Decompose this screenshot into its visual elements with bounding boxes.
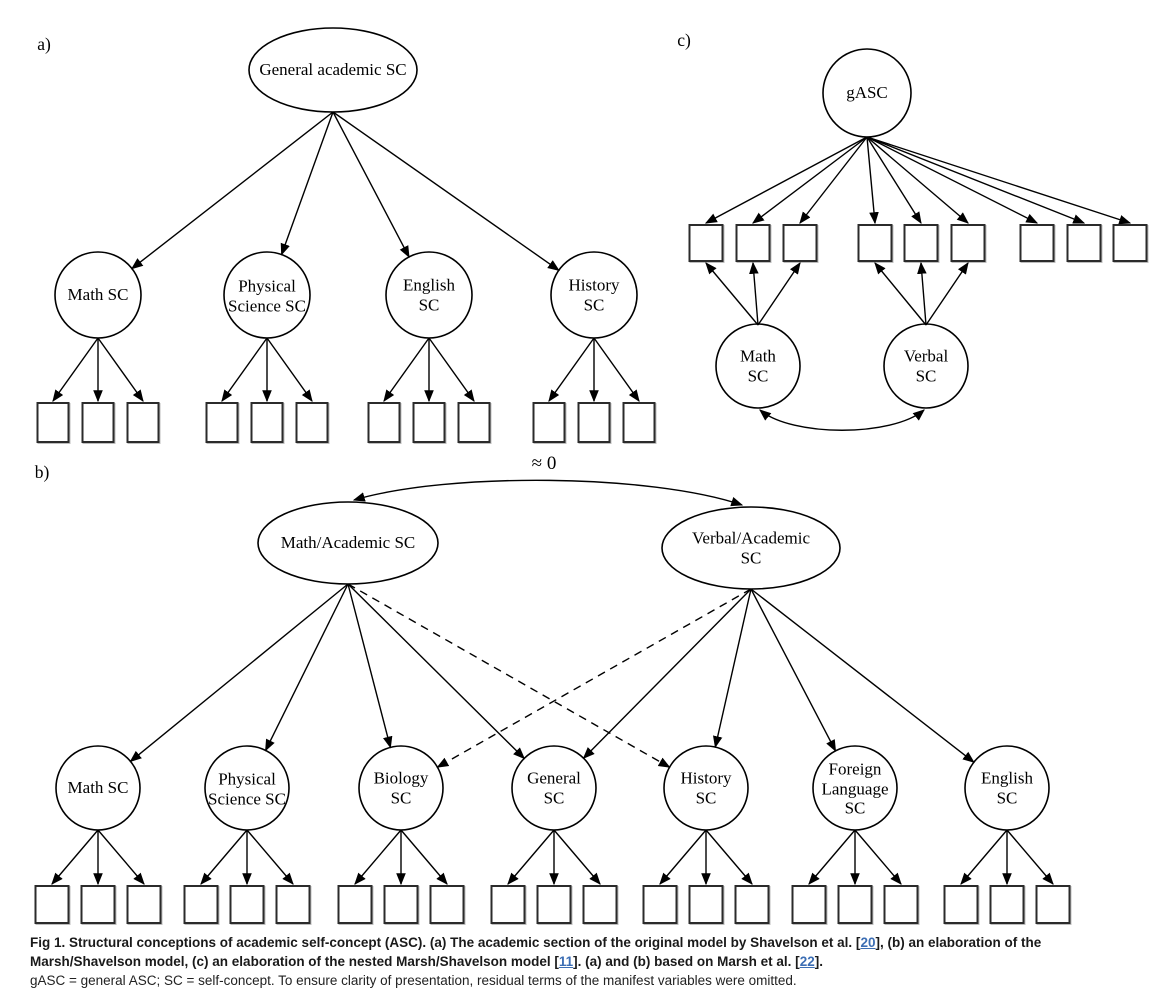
arrow-math-academic-to-history-dashed <box>347 583 671 768</box>
reference-link-20[interactable]: 20 <box>860 935 876 950</box>
manifest-squares-panel-b <box>34 885 1071 924</box>
loading-arrow <box>246 829 294 885</box>
arrow-verbal-academic-to-history <box>712 588 752 749</box>
loading-arrow <box>925 262 969 326</box>
node-label-c-math-sc: Math SC <box>740 346 776 385</box>
reference-link-11[interactable]: 11 <box>558 954 574 970</box>
loading-arrow <box>752 136 868 224</box>
node-label-b-math-sc: Math SC <box>67 778 129 798</box>
arrow-verbal-academic-to-foreign <box>750 588 837 752</box>
loading-arrow <box>52 337 99 402</box>
panel-label-a: a) <box>37 33 51 54</box>
loading-arrow <box>749 261 759 326</box>
node-label-a-physical-science-sc: Physical Science SC <box>228 276 306 315</box>
loading-arrow <box>866 136 1039 224</box>
panel-label-c: c) <box>677 29 691 50</box>
loading-arrow <box>866 136 1132 225</box>
loading-arrow <box>548 337 595 402</box>
arrow-math-academic-to-biology <box>347 583 393 749</box>
gasc-loading-arrows <box>704 136 1132 225</box>
node-label-c-verbal-sc: Verbal SC <box>903 346 949 385</box>
specific-factor-up-arrows <box>705 261 969 326</box>
arrow-general-to-math <box>130 111 334 270</box>
loading-arrow <box>428 337 475 402</box>
loading-arrow <box>854 829 902 885</box>
loading-arrow <box>221 337 268 402</box>
loading-arrow <box>97 337 144 402</box>
arrow-math-academic-to-physical <box>264 583 349 752</box>
panel-label-b: b) <box>34 461 50 482</box>
arrow-math-academic-to-math <box>129 583 349 763</box>
node-label-general-academic-sc: General academic SC <box>259 60 407 80</box>
math-academic-paths <box>129 583 671 768</box>
arrow-general-to-history <box>332 111 560 271</box>
loading-arrow <box>705 262 759 326</box>
loading-arrow <box>400 829 448 885</box>
loading-arrow <box>866 136 879 225</box>
loading-arrow <box>799 136 868 224</box>
loading-arrow <box>51 829 99 885</box>
panel-c-diagram <box>688 48 1148 431</box>
caption-text: ]. (a) and (b) based on Marsh et al. [ <box>573 954 800 970</box>
caption-main-text: Fig 1. Structural conceptions of academi… <box>30 933 1154 971</box>
node-label-b-english-sc: English SC <box>981 768 1033 807</box>
figure-caption: Fig 1. Structural conceptions of academi… <box>30 933 1154 990</box>
loading-arrow <box>705 829 753 885</box>
node-label-b-general-sc: General SC <box>527 768 581 807</box>
arrow-verbal-academic-to-english <box>750 588 975 763</box>
caption-note-text: gASC = general ASC; SC = self-concept. T… <box>30 973 797 989</box>
covariance-arc-math-verbal <box>759 409 925 431</box>
loading-arrows-panel-a <box>52 337 640 403</box>
caption-text: ]. <box>814 954 823 970</box>
loading-arrows-panel-b <box>51 829 1054 886</box>
node-label-b-biology-sc: Biology SC <box>373 768 429 807</box>
loading-arrow <box>507 829 555 885</box>
node-label-b-foreign-language-sc: Foreign Language SC <box>821 759 889 818</box>
loading-arrow <box>383 337 430 402</box>
loading-arrow <box>266 337 313 402</box>
node-label-b-physical-science-sc: Physical Science SC <box>208 769 286 808</box>
loading-arrow <box>553 829 601 885</box>
caption-text: Fig 1. Structural conceptions of academi… <box>30 935 861 950</box>
panel-a-diagram <box>36 27 656 443</box>
node-label-a-english-sc: English SC <box>403 275 455 314</box>
loading-arrow <box>659 829 707 885</box>
loading-arrow <box>757 262 801 326</box>
reference-link-22[interactable]: 22 <box>799 954 815 970</box>
node-label-math-academic-sc: Math/Academic SC <box>280 533 416 553</box>
loading-arrow <box>97 829 145 885</box>
loading-arrow <box>866 136 1086 224</box>
correlation-value-label: ≈ 0 <box>531 452 557 474</box>
node-label-a-history-sc: History SC <box>568 275 620 314</box>
loading-arrow <box>1006 829 1054 885</box>
arrow-general-to-physical <box>280 111 334 256</box>
arrow-verbal-academic-to-biology-dashed <box>436 588 752 768</box>
correlation-arc-near-zero <box>352 479 744 507</box>
loading-arrow <box>593 337 640 402</box>
arrow-math-academic-to-general <box>347 583 526 760</box>
arrow-verbal-academic-to-general <box>582 588 752 760</box>
caption-text: ], (b) an elaboration of the Marsh/Shave… <box>30 935 1042 970</box>
manifest-squares-panel-a <box>36 402 656 443</box>
panel-b-diagram <box>34 479 1071 924</box>
node-label-b-history-sc: History SC <box>680 768 732 807</box>
loading-arrow <box>354 829 402 885</box>
loading-arrow <box>808 829 856 885</box>
loading-arrow <box>866 136 969 224</box>
verbal-academic-paths <box>436 588 975 768</box>
node-label-gasc: gASC <box>846 83 888 103</box>
node-label-a-math-sc: Math SC <box>67 285 129 305</box>
loading-arrow <box>866 136 922 225</box>
manifest-squares-panel-c <box>688 224 1148 262</box>
loading-arrow <box>960 829 1008 885</box>
loading-arrow <box>704 136 868 224</box>
loading-arrow <box>917 261 927 326</box>
loading-arrow <box>874 262 927 326</box>
arrow-general-to-english <box>332 111 410 258</box>
loading-arrow <box>200 829 248 885</box>
node-label-verbal-academic-sc: Verbal/Academic SC <box>692 528 810 567</box>
